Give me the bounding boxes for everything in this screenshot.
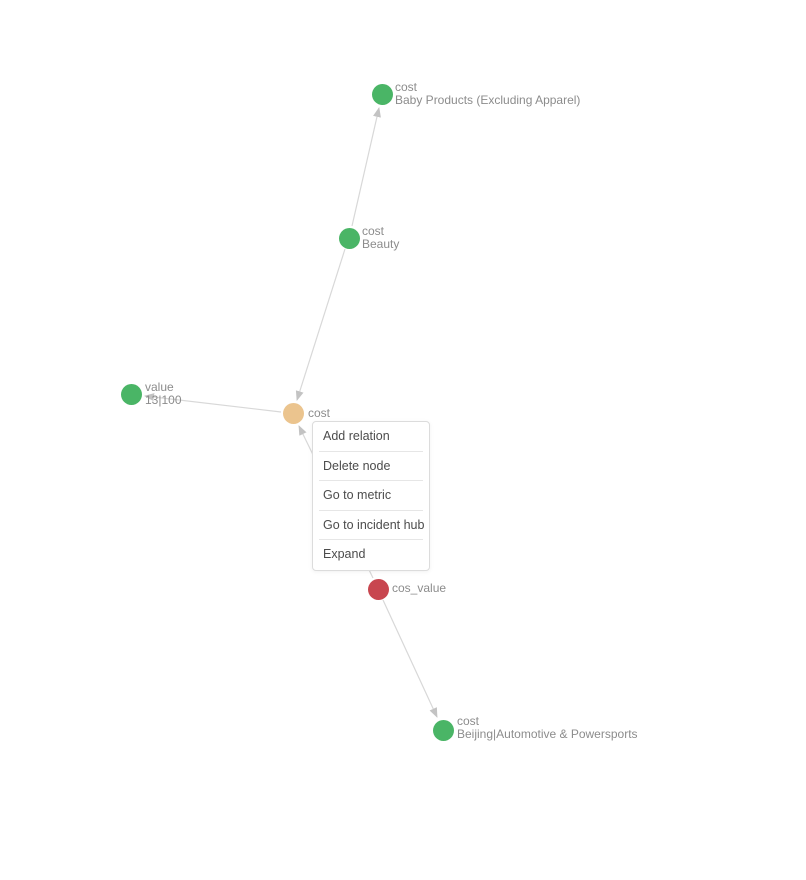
edge-cos-value-to-beijing	[382, 599, 438, 718]
node-cos-value[interactable]	[367, 578, 389, 600]
node-cost-center-label: cost	[308, 407, 330, 420]
menu-item-go-to-metric[interactable]: Go to metric	[313, 481, 429, 511]
node-value-label: value 13|100	[145, 381, 182, 406]
node-beijing-automotive[interactable]	[432, 719, 454, 741]
menu-item-expand[interactable]: Expand	[323, 547, 366, 562]
node-beauty[interactable]	[338, 227, 360, 249]
edge-cost-center-to-value	[144, 393, 282, 413]
node-metric-label: value	[145, 380, 174, 394]
node-baby-products[interactable]	[371, 83, 393, 105]
menu-item-delete-node[interactable]: Delete node	[313, 452, 429, 482]
edge-beauty-to-cost-center	[295, 248, 346, 401]
node-metric-label: cos_value	[392, 581, 447, 595]
node-baby-products-label: cost Baby Products (Excluding Apparel)	[395, 81, 580, 106]
node-cost-center[interactable]	[282, 402, 304, 424]
node-name-label: Baby Products (Excluding Apparel)	[395, 92, 581, 107]
node-name-label: Beauty	[362, 236, 400, 251]
node-value[interactable]	[120, 383, 142, 405]
node-metric-label: cost	[362, 224, 385, 238]
menu-item-go-to-incident-hub[interactable]: Go to incident hub	[313, 511, 429, 541]
node-beauty-label: cost Beauty	[362, 225, 399, 250]
node-metric-label: cost	[457, 714, 480, 728]
edge-beauty-to-baby-products	[351, 107, 381, 227]
node-metric-label: cost	[308, 406, 331, 420]
node-name-label: 13|100	[145, 392, 182, 407]
node-metric-label: cost	[395, 80, 418, 94]
node-name-label: Beijing|Automotive & Powersports	[457, 726, 638, 741]
node-beijing-automotive-label: cost Beijing|Automotive & Powersports	[457, 715, 638, 740]
menu-item-add-relation[interactable]: Add relation	[313, 422, 429, 452]
node-context-menu: Add relation Delete node Go to metric Go…	[312, 421, 430, 571]
node-cos-value-label: cos_value	[392, 582, 446, 595]
